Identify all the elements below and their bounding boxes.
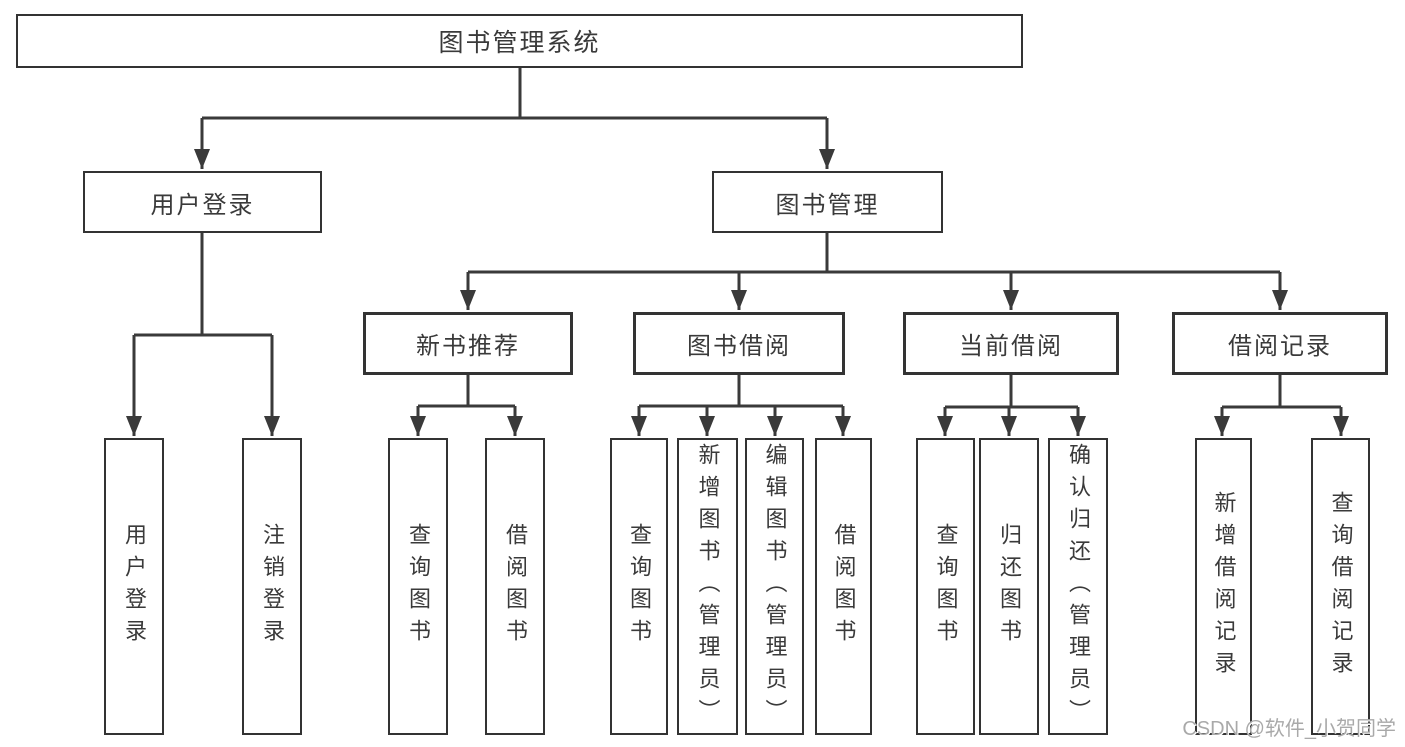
leaf-user-login: 用户登录	[104, 438, 164, 735]
csdn-watermark: CSDN @软件_小贺同学	[1182, 718, 1396, 740]
leaf-add-borrow-record: 新增借阅记录	[1195, 438, 1252, 735]
node-label: 用户登录	[150, 191, 255, 219]
leaf-logout: 注销登录	[242, 438, 302, 735]
wire-user-login-split	[134, 233, 272, 337]
node-label: 注销登录	[260, 522, 285, 651]
leaf-add-books-admin: 新增图书（管理员）	[677, 438, 738, 735]
node-label: 借阅图书	[831, 522, 857, 651]
wire-root-split	[202, 68, 827, 120]
wire-borrow-split	[639, 375, 843, 408]
node-root: 图书管理系统	[16, 14, 1023, 68]
wire-recommend-split	[418, 375, 515, 408]
wire-records-split	[1222, 375, 1341, 409]
leaf-return-books: 归还图书	[979, 438, 1039, 735]
node-label: 查询图书	[406, 522, 431, 651]
leaf-borrow-books: 借阅图书	[815, 438, 872, 735]
node-label: 确认归还（管理员）	[1066, 442, 1091, 731]
node-label: 归还图书	[997, 522, 1022, 651]
node-label: 新增借阅记录	[1211, 490, 1237, 683]
node-label: 查询图书	[933, 522, 959, 651]
node-label: 当前借阅	[959, 333, 1063, 360]
node-label: 编辑图书（管理员）	[762, 442, 788, 731]
node-label: 图书借阅	[687, 333, 791, 360]
node-current-borrow: 当前借阅	[903, 312, 1119, 375]
leaf-query-books-borrow: 查询图书	[610, 438, 668, 735]
node-user-login: 用户登录	[83, 171, 322, 233]
node-label: 新书推荐	[416, 333, 520, 360]
node-book-management: 图书管理	[712, 171, 943, 233]
wire-book-mgmt-split	[468, 233, 1280, 274]
leaf-query-books-recommend: 查询图书	[388, 438, 448, 735]
node-book-borrow: 图书借阅	[633, 312, 845, 375]
leaf-edit-books-admin: 编辑图书（管理员）	[745, 438, 804, 735]
node-label: 新增图书（管理员）	[695, 442, 721, 731]
node-new-book-recommend: 新书推荐	[363, 312, 573, 375]
node-label: 借阅图书	[503, 522, 528, 651]
leaf-borrow-books-recommend: 借阅图书	[485, 438, 545, 735]
leaf-query-books-current: 查询图书	[916, 438, 975, 735]
wire-current-split	[945, 375, 1078, 409]
node-label: 借阅记录	[1228, 333, 1332, 360]
node-label: 图书管理系统	[438, 29, 601, 57]
leaf-confirm-return-admin: 确认归还（管理员）	[1048, 438, 1108, 735]
leaf-query-borrow-record: 查询借阅记录	[1311, 438, 1370, 735]
node-borrow-records: 借阅记录	[1172, 312, 1388, 375]
node-label: 用户登录	[122, 522, 147, 651]
node-label: 查询图书	[627, 522, 652, 651]
node-label: 查询借阅记录	[1328, 490, 1354, 683]
node-label: 图书管理	[775, 191, 880, 219]
